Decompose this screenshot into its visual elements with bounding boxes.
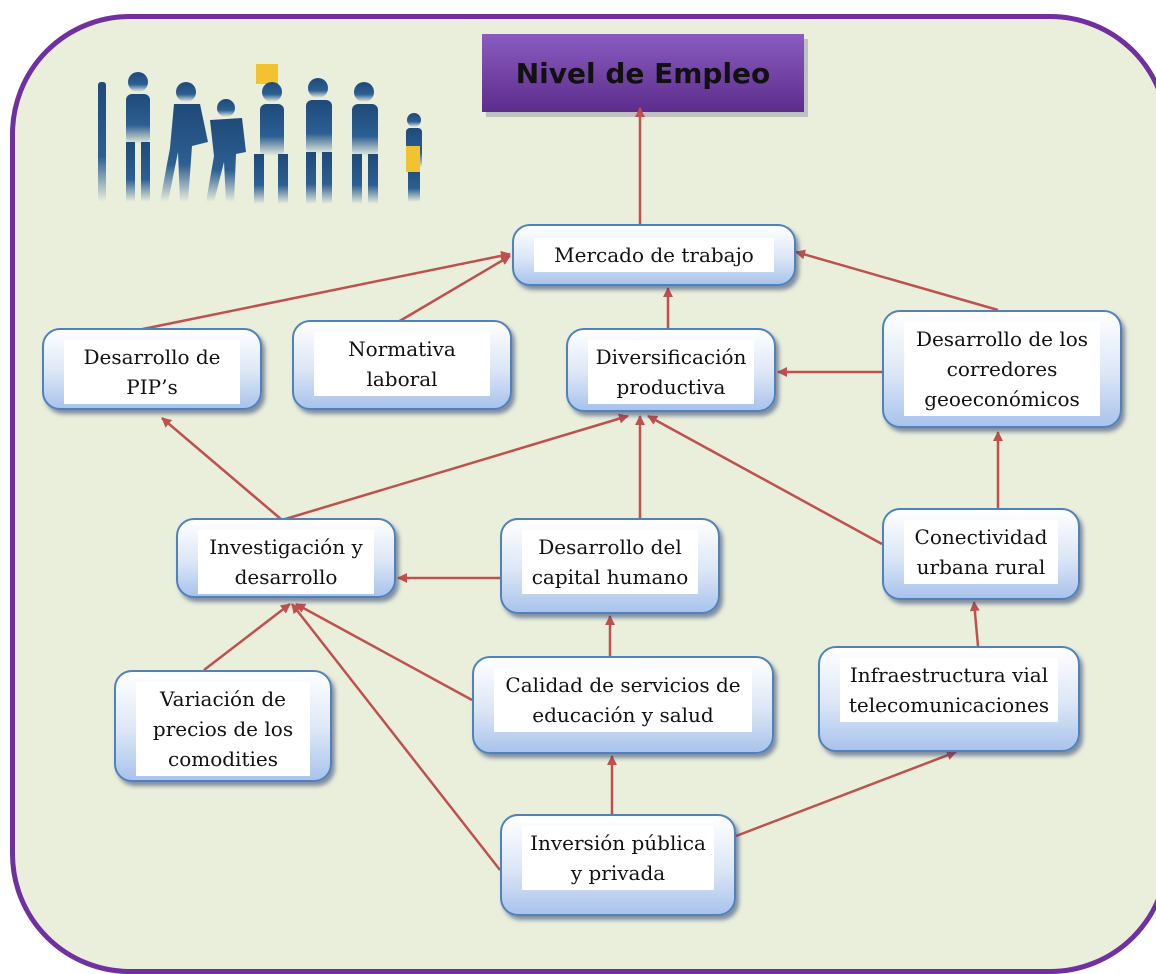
node-capital-humano: Desarrollo del capital humano <box>500 518 720 614</box>
node-variacion-precios: Variación de precios de los comodities <box>114 670 332 782</box>
diagram-title: Nivel de Empleo <box>515 56 771 90</box>
node-label: Infraestructura vial telecomunicaciones <box>840 658 1058 722</box>
workers-illustration <box>98 64 422 204</box>
edge-variacion-investigacion <box>203 603 291 671</box>
node-desarrollo-pips: Desarrollo de PIP’s <box>42 328 262 410</box>
node-label: Desarrollo de PIP’s <box>64 340 240 404</box>
node-label: Variación de precios de los comodities <box>136 682 310 776</box>
node-mercado-de-trabajo: Mercado de trabajo <box>512 224 796 286</box>
node-label: Desarrollo de los corredores geoeconómic… <box>904 322 1100 416</box>
edge-pips-mercado <box>137 250 511 332</box>
node-label: Inversión pública y privada <box>522 826 714 890</box>
edges <box>137 107 1003 871</box>
edge-investigacion-pips <box>161 417 283 521</box>
node-label: Diversificación productiva <box>588 340 754 404</box>
edge-normativa-mercado <box>397 254 511 324</box>
edge-inversion-investigacion <box>291 603 501 871</box>
node-inversion-publica-privada: Inversión pública y privada <box>500 814 736 916</box>
node-investigacion-desarrollo: Investigación y desarrollo <box>176 518 396 598</box>
node-conectividad-urbana-rural: Conectividad urbana rural <box>882 508 1080 600</box>
node-label: Normativa laboral <box>314 332 490 396</box>
edge-infra-conectividad <box>969 601 980 647</box>
node-infraestructura-vial: Infraestructura vial telecomunicaciones <box>818 646 1080 752</box>
node-label: Calidad de servicios de educación y salu… <box>494 668 752 732</box>
node-corredores-geoeconomicos: Desarrollo de los corredores geoeconómic… <box>882 310 1122 428</box>
edge-inversion-infra <box>735 750 957 838</box>
node-diversificacion-productiva: Diversificación productiva <box>566 328 776 412</box>
edge-investigacion-diversificacion <box>281 413 629 522</box>
node-label: Mercado de trabajo <box>534 238 774 272</box>
node-label: Desarrollo del capital humano <box>522 530 698 594</box>
node-calidad-servicios: Calidad de servicios de educación y salu… <box>472 656 774 754</box>
title-box: Nivel de Empleo <box>482 34 804 112</box>
edge-corredores-mercado <box>795 249 999 312</box>
edge-conectividad-diversificacion <box>647 414 883 546</box>
node-label: Conectividad urbana rural <box>904 520 1058 584</box>
node-label: Investigación y desarrollo <box>198 530 374 594</box>
edge-calidad-investigacion <box>295 602 473 702</box>
node-normativa-laboral: Normativa laboral <box>292 320 512 410</box>
